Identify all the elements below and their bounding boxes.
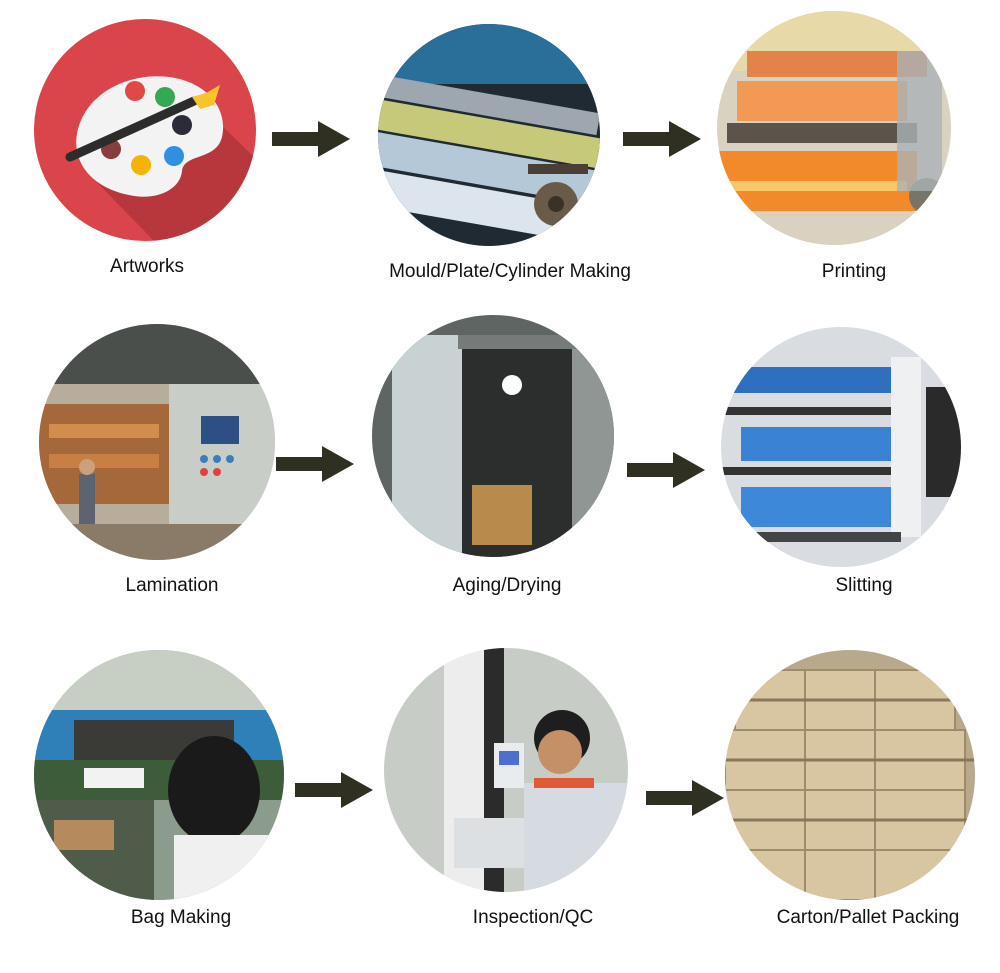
slitter-photo	[721, 327, 961, 567]
arrow-right-icon	[295, 772, 373, 808]
lamination-photo	[39, 324, 275, 560]
printing-press-photo	[717, 11, 951, 245]
step-label: Lamination	[125, 575, 219, 596]
slitting-photo	[721, 327, 961, 567]
step-label: Artworks	[110, 256, 184, 277]
artworks-icon-circle	[34, 19, 256, 241]
step-label: Aging/Drying	[452, 575, 562, 596]
arrow-right-icon	[646, 780, 724, 816]
cylinders-photo	[378, 24, 600, 246]
laminator-photo	[39, 324, 275, 560]
arrow-right-icon	[272, 121, 350, 157]
arrow-right-icon	[627, 452, 705, 488]
step-label: Bag Making	[130, 907, 232, 928]
bag-making-photo	[34, 650, 284, 900]
step-label: Carton/Pallet Packing	[776, 907, 960, 928]
step-label: Mould/Plate/Cylinder Making	[389, 261, 631, 282]
inspection-photo	[384, 648, 628, 892]
drying-oven-photo	[372, 315, 614, 557]
inspection-photo	[384, 648, 628, 892]
bag-making-photo	[34, 650, 284, 900]
arrow-right-icon	[623, 121, 701, 157]
step-label: Printing	[821, 261, 887, 282]
aging-drying-photo	[372, 315, 614, 557]
printing-photo	[717, 11, 951, 245]
step-label: Slitting	[835, 575, 893, 596]
packing-photo	[725, 650, 975, 900]
cylinder-making-photo	[378, 24, 600, 246]
palette-icon	[34, 19, 256, 241]
cartons-photo	[725, 650, 975, 900]
step-label: Inspection/QC	[472, 907, 594, 928]
arrow-right-icon	[276, 446, 354, 482]
